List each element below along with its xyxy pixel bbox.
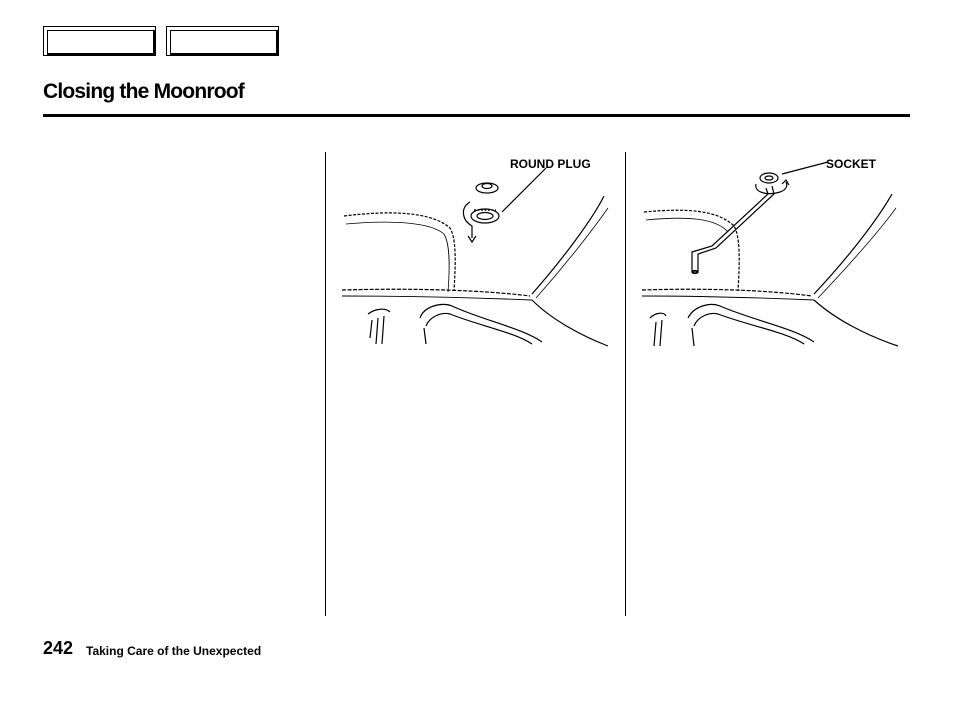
column-divider bbox=[325, 152, 326, 616]
page-number: 242 bbox=[43, 638, 74, 658]
next-page-button[interactable] bbox=[166, 26, 279, 56]
socket-callout: SOCKET bbox=[826, 157, 877, 171]
section-name: Taking Care of the Unexpected bbox=[86, 644, 262, 658]
column-divider bbox=[625, 152, 626, 616]
page-title: Closing the Moonroof bbox=[43, 80, 245, 103]
round-plug-illustration: ROUND PLUG bbox=[341, 157, 609, 347]
socket-illustration: SOCKET bbox=[641, 157, 899, 347]
previous-page-button[interactable] bbox=[43, 26, 156, 56]
title-rule bbox=[43, 114, 910, 117]
round-plug-callout: ROUND PLUG bbox=[510, 157, 591, 171]
